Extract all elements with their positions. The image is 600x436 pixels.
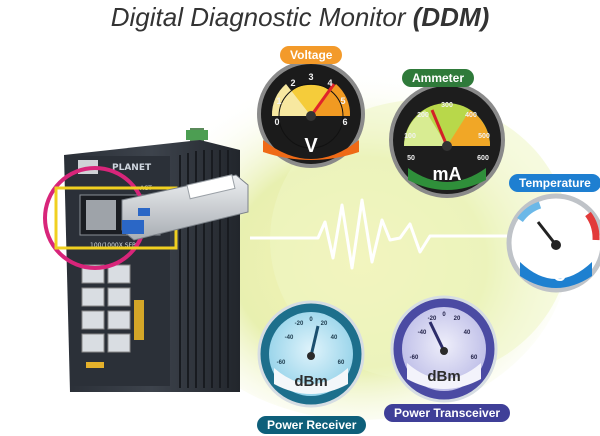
transceiver-tick-5: 40 <box>464 330 471 336</box>
waveform-line <box>250 198 520 270</box>
receiver-tick-4: 20 <box>321 321 328 327</box>
ammeter-unit: mA <box>432 164 462 184</box>
receiver-tick-2: -20 <box>295 321 304 327</box>
title-emphasis: (DDM) <box>412 2 490 32</box>
voltage-unit: V <box>304 135 318 157</box>
ammeter-tick-6: 600 <box>477 155 489 162</box>
receiver-tick-0: -60 <box>277 360 286 366</box>
power-receiver-label: Power Receiver <box>257 416 367 434</box>
voltage-tick-0: 0 <box>274 117 279 127</box>
receiver-unit: dBm <box>294 373 328 390</box>
transceiver-unit: dBm <box>427 368 461 385</box>
temperature-label: Temperature <box>509 174 600 192</box>
ammeter-tick-0: 50 <box>407 155 415 162</box>
receiver-tick-1: -40 <box>285 335 294 341</box>
temperature-gauge <box>506 193 600 293</box>
voltage-tick-3: 3 <box>308 72 313 82</box>
sfp-module <box>121 174 249 241</box>
transceiver-tick-0: -60 <box>410 355 419 361</box>
ammeter-tick-1: 100 <box>404 133 416 140</box>
voltage-tick-2: 2 <box>290 78 295 88</box>
transceiver-tick-6: 60 <box>471 355 478 361</box>
transceiver-tick-1: -40 <box>418 330 427 336</box>
power-transceiver-label: Power Transceiver <box>384 404 511 422</box>
voltage-tick-5: 5 <box>340 96 345 106</box>
industrial-switch: PLANET 100/1000X SFP ACT <box>43 128 240 392</box>
voltage-gauge <box>257 60 365 168</box>
port-label: 100/1000X SFP <box>90 242 136 249</box>
transceiver-tick-3: 0 <box>442 312 446 318</box>
ammeter-tick-4: 400 <box>465 112 477 119</box>
transceiver-tick-2: -20 <box>428 316 437 322</box>
brand-logo: PLANET <box>112 163 152 173</box>
receiver-tick-5: 40 <box>331 335 338 341</box>
receiver-tick-3: 0 <box>309 317 313 323</box>
transceiver-tick-4: 20 <box>454 316 461 322</box>
receiver-tick-6: 60 <box>338 360 345 366</box>
ammeter-tick-3: 300 <box>441 102 453 109</box>
page-title: Digital Diagnostic Monitor (DDM) <box>0 2 600 33</box>
voltage-tick-1: 1 <box>276 96 281 106</box>
power-receiver-gauge <box>257 300 365 408</box>
voltage-label: Voltage <box>280 46 343 64</box>
power-transceiver-gauge <box>390 295 498 403</box>
temperature-unit: °C <box>546 266 566 285</box>
voltage-tick-4: 4 <box>327 78 332 88</box>
voltage-tick-6: 6 <box>342 117 347 127</box>
ammeter-label: Ammeter <box>402 69 475 87</box>
ammeter-tick-5: 500 <box>478 133 490 140</box>
ammeter-tick-2: 200 <box>417 112 429 119</box>
title-main: Digital Diagnostic Monitor <box>110 2 406 32</box>
